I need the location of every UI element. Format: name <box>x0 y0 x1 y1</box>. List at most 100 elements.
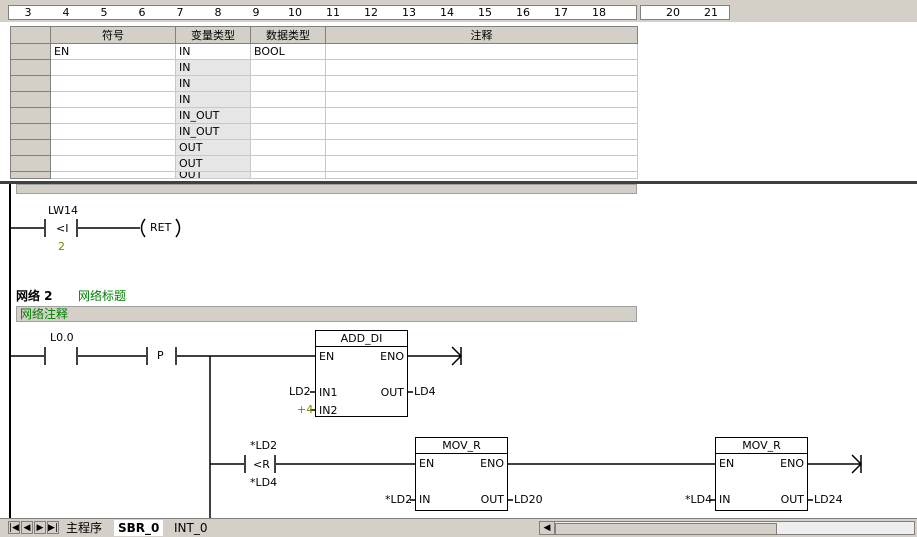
column-header-data-type[interactable]: 数据类型 <box>250 26 326 44</box>
pin-eno: ENO <box>380 350 404 363</box>
box-divider <box>316 346 407 347</box>
ruler-number: 4 <box>62 6 70 19</box>
mov2-in-operand: *LD4 <box>685 493 713 506</box>
table-row: OUT <box>10 171 638 179</box>
network-comment: 网络注释 <box>20 307 69 321</box>
last-tab-button[interactable]: ▶| <box>47 521 59 534</box>
network-subtitle[interactable]: 网络标题 <box>78 289 127 303</box>
add-in2-operand: +4 <box>297 403 314 416</box>
ruler-number: 7 <box>176 6 184 19</box>
column-header-var-type[interactable]: 变量类型 <box>175 26 251 44</box>
box-divider <box>416 453 507 454</box>
pin-in: IN <box>419 493 431 506</box>
mov1-out-operand: LD20 <box>514 493 543 506</box>
ruler-number: 18 <box>592 6 606 19</box>
add-di-box[interactable]: ADD_DI EN ENO IN1 IN2 OUT <box>315 330 408 417</box>
ruler-number: 12 <box>364 6 378 19</box>
pin-en: EN <box>319 350 335 363</box>
ruler-number: 6 <box>138 6 146 19</box>
edge-detect-label: P <box>157 349 164 362</box>
pin-out: OUT <box>480 493 504 506</box>
ruler-number: 16 <box>516 6 530 19</box>
column-header-comment[interactable]: 注释 <box>325 26 638 44</box>
table-row: IN_OUT <box>10 123 638 140</box>
tab-bar: |◀ ◀ ▶ ▶| 主程序 SBR_0 INT_0 ◀ <box>0 518 917 537</box>
splitter-bar[interactable] <box>0 181 917 184</box>
horizontal-scrollbar[interactable]: ◀ <box>539 521 915 535</box>
ruler-number: 13 <box>402 6 416 19</box>
row-header[interactable] <box>10 75 51 92</box>
pin-eno: ENO <box>780 457 804 470</box>
add-in1-operand: LD2 <box>289 385 311 398</box>
ladder-diagram <box>10 218 863 518</box>
mov1-in-operand: *LD2 <box>385 493 413 506</box>
pin-eno: ENO <box>480 457 504 470</box>
box-title: MOV_R <box>442 439 481 452</box>
variable-table: 符号 变量类型 数据类型 注释 EN IN BOOL IN IN IN IN_O… <box>10 26 638 179</box>
tab-sbr-0[interactable]: SBR_0 <box>114 520 164 536</box>
ret-coil[interactable]: RET <box>150 221 172 234</box>
table-row: OUT <box>10 139 638 156</box>
compare-operand-1: *LD2 <box>250 439 278 452</box>
mov-r-box-1[interactable]: MOV_R EN ENO IN OUT <box>415 437 508 511</box>
ruler-number: 8 <box>214 6 222 19</box>
ruler-number: 9 <box>252 6 260 19</box>
row-header[interactable] <box>10 59 51 76</box>
cell-var-type[interactable]: IN_OUT <box>175 123 251 140</box>
table-header-row: 符号 变量类型 数据类型 注释 <box>10 26 638 44</box>
add-out-operand: LD4 <box>414 385 436 398</box>
cell-comment[interactable] <box>325 171 638 179</box>
ruler-number: 3 <box>24 6 32 19</box>
box-title: MOV_R <box>742 439 781 452</box>
pin-out: OUT <box>780 493 804 506</box>
first-tab-button[interactable]: |◀ <box>8 521 20 534</box>
cell-var-type[interactable]: OUT <box>175 139 251 156</box>
ruler-strip <box>8 5 637 20</box>
tab-int-0[interactable]: INT_0 <box>174 521 208 535</box>
next-tab-button[interactable]: ▶ <box>34 521 46 534</box>
cell-var-type[interactable]: IN <box>175 91 251 108</box>
network-comment-bar[interactable]: 网络注释 <box>16 306 637 322</box>
contact-operand-2: 2 <box>58 240 65 253</box>
ruler-number: 14 <box>440 6 454 19</box>
ruler: 3 4 5 6 7 8 9 10 11 12 13 14 15 16 17 18… <box>0 0 917 22</box>
row-header[interactable] <box>10 123 51 140</box>
box-title: ADD_DI <box>340 332 383 345</box>
ruler-number: 15 <box>478 6 492 19</box>
power-rail <box>9 184 11 521</box>
box-divider <box>716 453 807 454</box>
mov2-out-operand: LD24 <box>814 493 843 506</box>
ruler-number: 11 <box>326 6 340 19</box>
scrollbar-thumb[interactable] <box>555 523 777 535</box>
pin-out: OUT <box>380 386 404 399</box>
pin-in2: IN2 <box>319 404 338 417</box>
table-row: IN_OUT <box>10 107 638 124</box>
compare-operand-2: *LD4 <box>250 476 278 489</box>
table-row: IN <box>10 75 638 92</box>
ruler-strip-right <box>640 5 730 20</box>
ruler-number: 17 <box>554 6 568 19</box>
contact-operand: LW14 <box>48 204 78 217</box>
ruler-number: 10 <box>288 6 302 19</box>
pin-in1: IN1 <box>319 386 338 399</box>
pin-en: EN <box>719 457 735 470</box>
prev-tab-button[interactable]: ◀ <box>21 521 33 534</box>
row-header[interactable] <box>10 139 51 156</box>
contact-operand: L0.0 <box>50 331 74 344</box>
cell-var-type[interactable]: IN_OUT <box>175 107 251 124</box>
tab-main-program[interactable]: 主程序 <box>66 521 103 535</box>
ruler-number: 21 <box>704 6 718 19</box>
network-title[interactable]: 网络 2 <box>16 289 53 303</box>
ruler-number: 20 <box>666 6 680 19</box>
compare-operator: <I <box>56 222 69 235</box>
mov-r-box-2[interactable]: MOV_R EN ENO IN OUT <box>715 437 808 511</box>
row-header[interactable] <box>10 155 51 172</box>
ruler-number: 5 <box>100 6 108 19</box>
pin-in: IN <box>719 493 731 506</box>
scroll-left-arrow-icon[interactable]: ◀ <box>540 522 555 534</box>
row-header[interactable] <box>10 43 51 60</box>
compare-operator: <R <box>253 458 270 471</box>
column-header-symbol[interactable]: 符号 <box>50 26 176 44</box>
network1-comment-bar[interactable] <box>16 184 637 194</box>
pin-en: EN <box>419 457 435 470</box>
